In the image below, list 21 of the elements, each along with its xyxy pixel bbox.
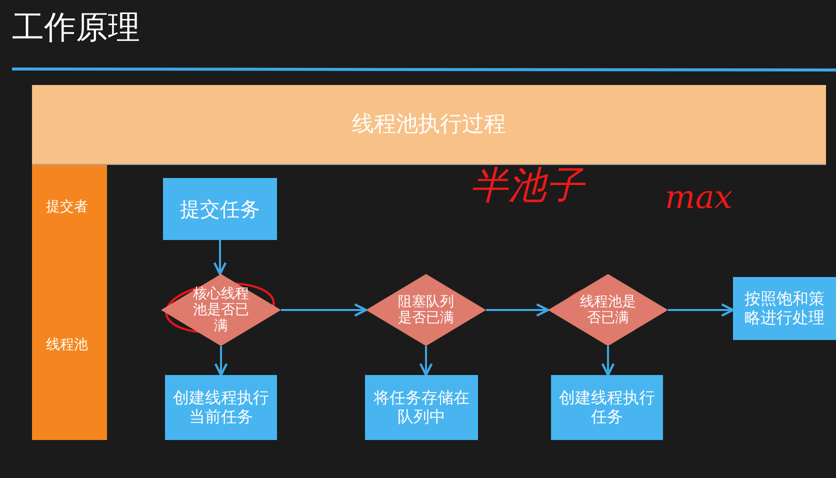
process-box: 将任务存储在队列中 <box>365 375 478 440</box>
header-band: 线程池执行过程 <box>32 85 826 165</box>
arrow <box>214 346 228 376</box>
arrow <box>486 303 550 317</box>
arrow <box>668 303 734 317</box>
decision-text: 核心线程池是否已满 <box>192 286 250 334</box>
process-box: 创建线程执行当前任务 <box>165 375 277 440</box>
arrow <box>281 303 368 317</box>
arrow <box>601 346 615 376</box>
process-box: 创建线程执行任务 <box>551 375 663 440</box>
handwritten-note: 半池子 <box>470 162 584 209</box>
lane-label: 提交者 <box>32 165 107 250</box>
decision-text: 线程池是否已满 <box>579 294 637 326</box>
page-title: 工作原理 <box>12 7 140 48</box>
arrow <box>419 346 433 376</box>
lane-label: 线程池 <box>32 250 107 440</box>
process-box: 按照饱和策略进行处理 <box>733 277 836 340</box>
process-box: 提交任务 <box>163 178 277 240</box>
decision-text: 阻塞队列是否已满 <box>397 294 455 326</box>
handwritten-note: max <box>665 178 732 216</box>
arrow <box>213 240 227 276</box>
